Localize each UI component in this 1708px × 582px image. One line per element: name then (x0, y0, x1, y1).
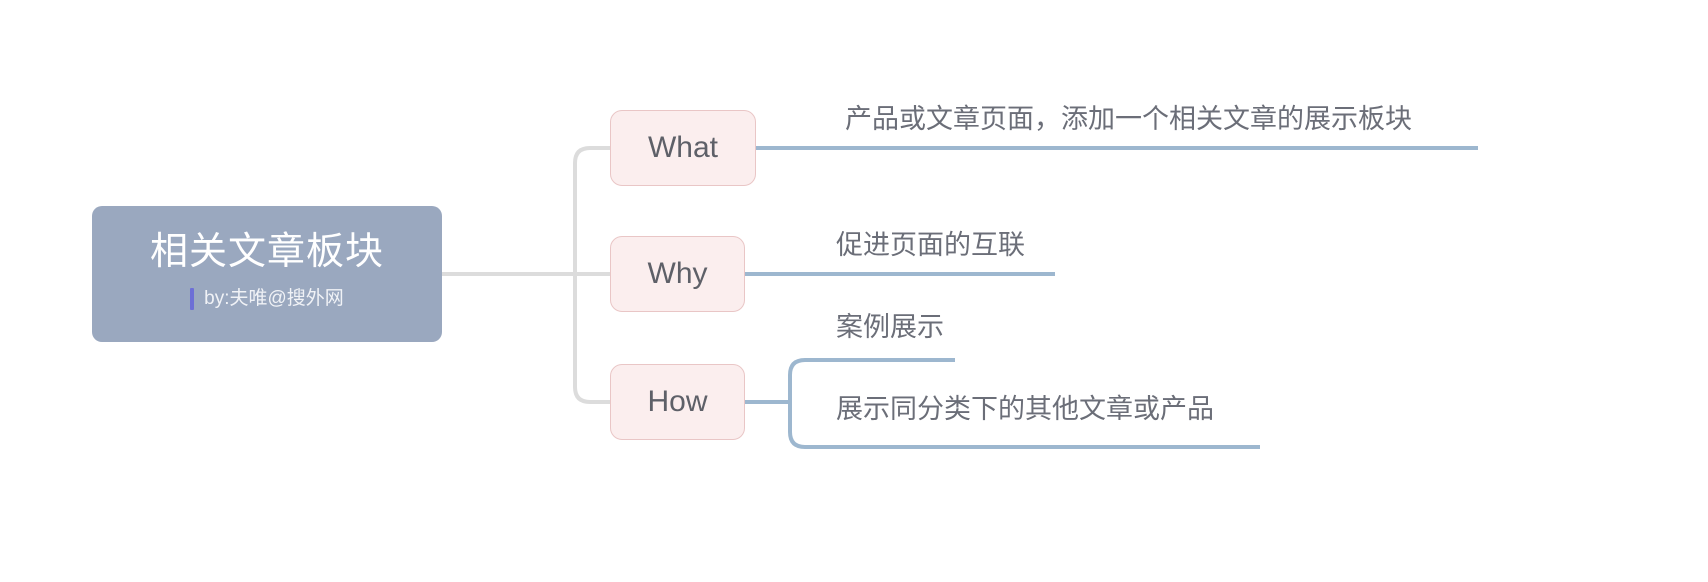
branch-node-what-label: What (647, 131, 719, 164)
root-node[interactable]: 相关文章板块 by:夫唯@搜外网 (92, 206, 442, 342)
root-node-subtitle: by:夫唯@搜外网 (204, 288, 344, 309)
branch-node-why[interactable]: Why (610, 236, 745, 312)
branch-node-what[interactable]: What (610, 110, 756, 186)
branch-node-how[interactable]: How (610, 364, 745, 440)
accent-bar (190, 288, 195, 310)
leaf-how-1[interactable]: 案例展示 (836, 312, 944, 342)
leaf-why-1[interactable]: 促进页面的互联 (836, 230, 1025, 260)
leaf-how-2[interactable]: 展示同分类下的其他文章或产品 (836, 394, 1214, 424)
leaf-what-1[interactable]: 产品或文章页面，添加一个相关文章的展示板块 (845, 104, 1412, 134)
root-node-title: 相关文章板块 (149, 231, 384, 273)
branch-node-why-label: Why (647, 257, 708, 290)
root-node-subtitle-row: by:夫唯@搜外网 (92, 288, 442, 310)
branch-node-how-label: How (647, 385, 708, 418)
